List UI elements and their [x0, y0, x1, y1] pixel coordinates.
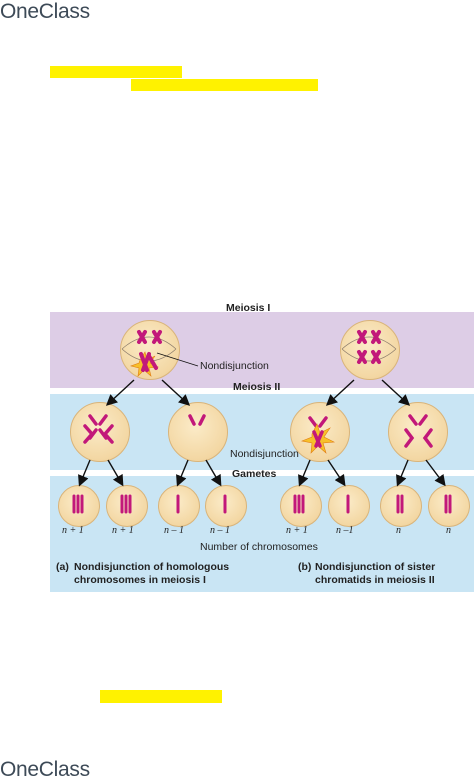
meiosis-2-cell: [388, 402, 448, 462]
gamete-count: n: [446, 525, 451, 536]
gamete-count: n –1: [336, 525, 354, 536]
caption-b: Nondisjunction of sister chromatids in m…: [315, 561, 436, 586]
caption-a: Nondisjunction of homologous chromosomes…: [74, 561, 230, 586]
highlight-bar: [100, 690, 222, 703]
caption-b-letter: (b): [298, 561, 312, 573]
gamete-count: n – 1: [210, 525, 230, 536]
oneclass-logo-top: OneClass: [0, 0, 90, 23]
nondisjunction-label-a: Nondisjunction: [200, 360, 269, 372]
nondisjunction-figure: Meiosis I Meiosis II Gametes: [50, 300, 474, 593]
gamete-count: n: [396, 525, 401, 536]
meiosis-2-label: Meiosis II: [233, 381, 281, 393]
meiosis-1-cell-a: [120, 320, 180, 380]
highlight-bar: [50, 66, 182, 78]
gamete-count: n + 1: [286, 525, 308, 536]
number-of-chromosomes-label: Number of chromosomes: [200, 541, 318, 553]
meiosis-1-label: Meiosis I: [226, 302, 271, 314]
gamete-cell: [380, 485, 422, 527]
caption-a-letter: (a): [56, 561, 69, 573]
oneclass-logo-bottom: OneClass: [0, 758, 90, 781]
gametes-label: Gametes: [232, 468, 277, 480]
meiosis-1-cell-b: [340, 320, 400, 380]
gamete-count: n – 1: [164, 525, 184, 536]
nondisjunction-label-b: Nondisjunction: [230, 448, 299, 460]
meiosis-2-cell: [168, 402, 228, 462]
figure-artwork: [72, 330, 452, 514]
highlight-bar: [131, 79, 318, 91]
gamete-count: n + 1: [112, 525, 134, 536]
meiosis-2-cell: [290, 402, 350, 462]
gamete-count: n + 1: [62, 525, 84, 536]
